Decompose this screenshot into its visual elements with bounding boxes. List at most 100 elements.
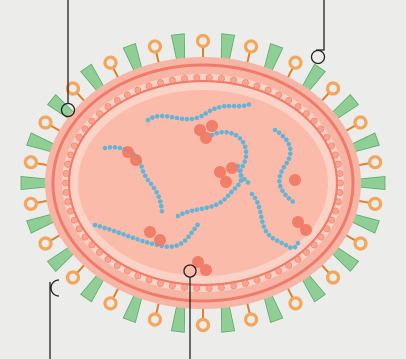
matrix-bead [254, 277, 260, 283]
matrix-bead [311, 242, 317, 248]
rna-bead [139, 164, 144, 169]
rna-bead [222, 104, 227, 109]
rna-bead [284, 161, 289, 166]
rna-bead [195, 207, 200, 212]
rna-bead [267, 233, 272, 238]
rna-bead [232, 104, 237, 109]
rna-bead [102, 226, 107, 231]
rna-bead [243, 159, 248, 164]
rna-bead [264, 229, 269, 234]
rna-bead [212, 107, 217, 112]
rna-bead [208, 109, 213, 114]
rna-bead [176, 214, 181, 219]
matrix-bead [135, 273, 141, 279]
rna-bead [260, 219, 265, 224]
matrix-bead [206, 75, 212, 81]
spike-body [359, 177, 385, 190]
matrix-bead [63, 170, 69, 176]
nucleoprotein-ball [289, 174, 301, 186]
rna-bead [146, 178, 151, 183]
rna-bead [149, 182, 154, 187]
matrix-bead [76, 226, 82, 232]
matrix-bead [82, 234, 88, 240]
rna-bead [258, 210, 263, 215]
rna-bead [214, 202, 219, 207]
nucleoprotein-ball [214, 166, 226, 178]
matrix-bead [96, 249, 102, 255]
rna-bead [165, 114, 170, 119]
rna-bead [283, 192, 288, 197]
matrix-bead [286, 97, 292, 103]
rna-bead [241, 140, 246, 145]
rna-bead [214, 131, 219, 136]
matrix-bead [114, 97, 120, 103]
matrix-bead [311, 118, 317, 124]
rna-bead [237, 104, 242, 109]
rna-bead [195, 116, 200, 121]
matrix-bead [318, 234, 324, 240]
rna-bead [284, 138, 289, 143]
matrix-bead [324, 226, 330, 232]
rna-bead [183, 238, 188, 243]
hemagglutinin-spike-icon [359, 177, 385, 190]
matrix-bead [276, 268, 282, 274]
rna-bead [287, 142, 292, 147]
rna-bead [117, 230, 122, 235]
matrix-bead [181, 75, 187, 81]
matrix-bead [124, 92, 130, 98]
nucleoprotein-ball [206, 120, 218, 132]
matrix-bead [337, 170, 343, 176]
rna-bead [234, 133, 239, 138]
matrix-bead [135, 87, 141, 93]
matrix-bead [337, 180, 343, 186]
rna-bead [244, 154, 249, 159]
matrix-bead [82, 126, 88, 132]
rna-bead [222, 197, 227, 202]
rna-bead [103, 146, 108, 151]
rna-bead [135, 237, 140, 242]
rna-bead [275, 238, 280, 243]
matrix-bead [169, 283, 175, 289]
matrix-bead [329, 217, 335, 223]
matrix-bead [276, 92, 282, 98]
rna-bead [159, 204, 164, 209]
rna-bead [229, 131, 234, 136]
nucleoprotein-ball [200, 132, 212, 144]
rna-bead [155, 114, 160, 119]
matrix-bead [67, 152, 73, 158]
rna-bead [250, 192, 255, 197]
matrix-bead [303, 111, 309, 117]
rna-bead [185, 117, 190, 122]
matrix-bead [114, 262, 120, 268]
rna-bead [143, 174, 148, 179]
rna-bead [224, 130, 229, 135]
rna-bead [179, 241, 184, 246]
rna-bead [257, 205, 262, 210]
matrix-bead [286, 262, 292, 268]
rna-bead [126, 234, 131, 239]
matrix-bead [242, 80, 248, 86]
matrix-bead [231, 77, 237, 83]
rna-bead [160, 209, 165, 214]
matrix-bead [146, 83, 152, 89]
rna-bead [247, 102, 252, 107]
matrix-bead [105, 104, 111, 110]
matrix-bead [194, 285, 200, 291]
rna-bead [93, 223, 98, 228]
rna-bead [180, 117, 185, 122]
rna-bead [189, 231, 194, 236]
rna-bead [242, 104, 247, 109]
rna-bead [262, 224, 267, 229]
nucleoprotein-ball [154, 234, 166, 246]
rna-bead [150, 242, 155, 247]
matrix-bead [124, 268, 130, 274]
rna-bead [239, 173, 244, 178]
rna-bead [169, 244, 174, 249]
rna-bead [237, 169, 242, 174]
matrix-bead [318, 126, 324, 132]
matrix-bead [71, 143, 77, 149]
rna-bead [219, 130, 224, 135]
rna-bead [253, 196, 258, 201]
rna-bead [174, 243, 179, 248]
